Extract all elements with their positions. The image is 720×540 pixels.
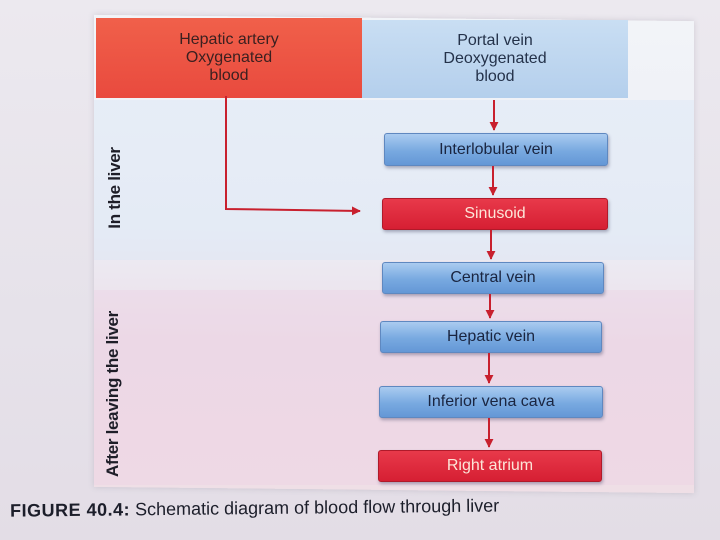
flow-box-inferior-vena-cava: Inferior vena cava bbox=[379, 386, 603, 418]
hepatic-artery-header: Hepatic artery Oxygenated blood bbox=[96, 18, 362, 98]
flow-box-right-atrium: Right atrium bbox=[378, 450, 602, 482]
flow-box-interlobular-vein: Interlobular vein bbox=[384, 133, 608, 166]
figure-number: FIGURE 40.4: bbox=[9, 499, 131, 521]
flow-box-sinusoid: Sinusoid bbox=[382, 198, 608, 230]
flow-box-central-vein: Central vein bbox=[382, 262, 604, 294]
in-liver-zone bbox=[94, 100, 694, 260]
flow-box-hepatic-vein: Hepatic vein bbox=[380, 321, 602, 353]
portal-vein-header: Portal vein Deoxygenated blood bbox=[362, 20, 628, 98]
figure-caption-text: Schematic diagram of blood flow through … bbox=[129, 495, 500, 520]
artery-to-sinusoid-arrow bbox=[225, 96, 361, 216]
